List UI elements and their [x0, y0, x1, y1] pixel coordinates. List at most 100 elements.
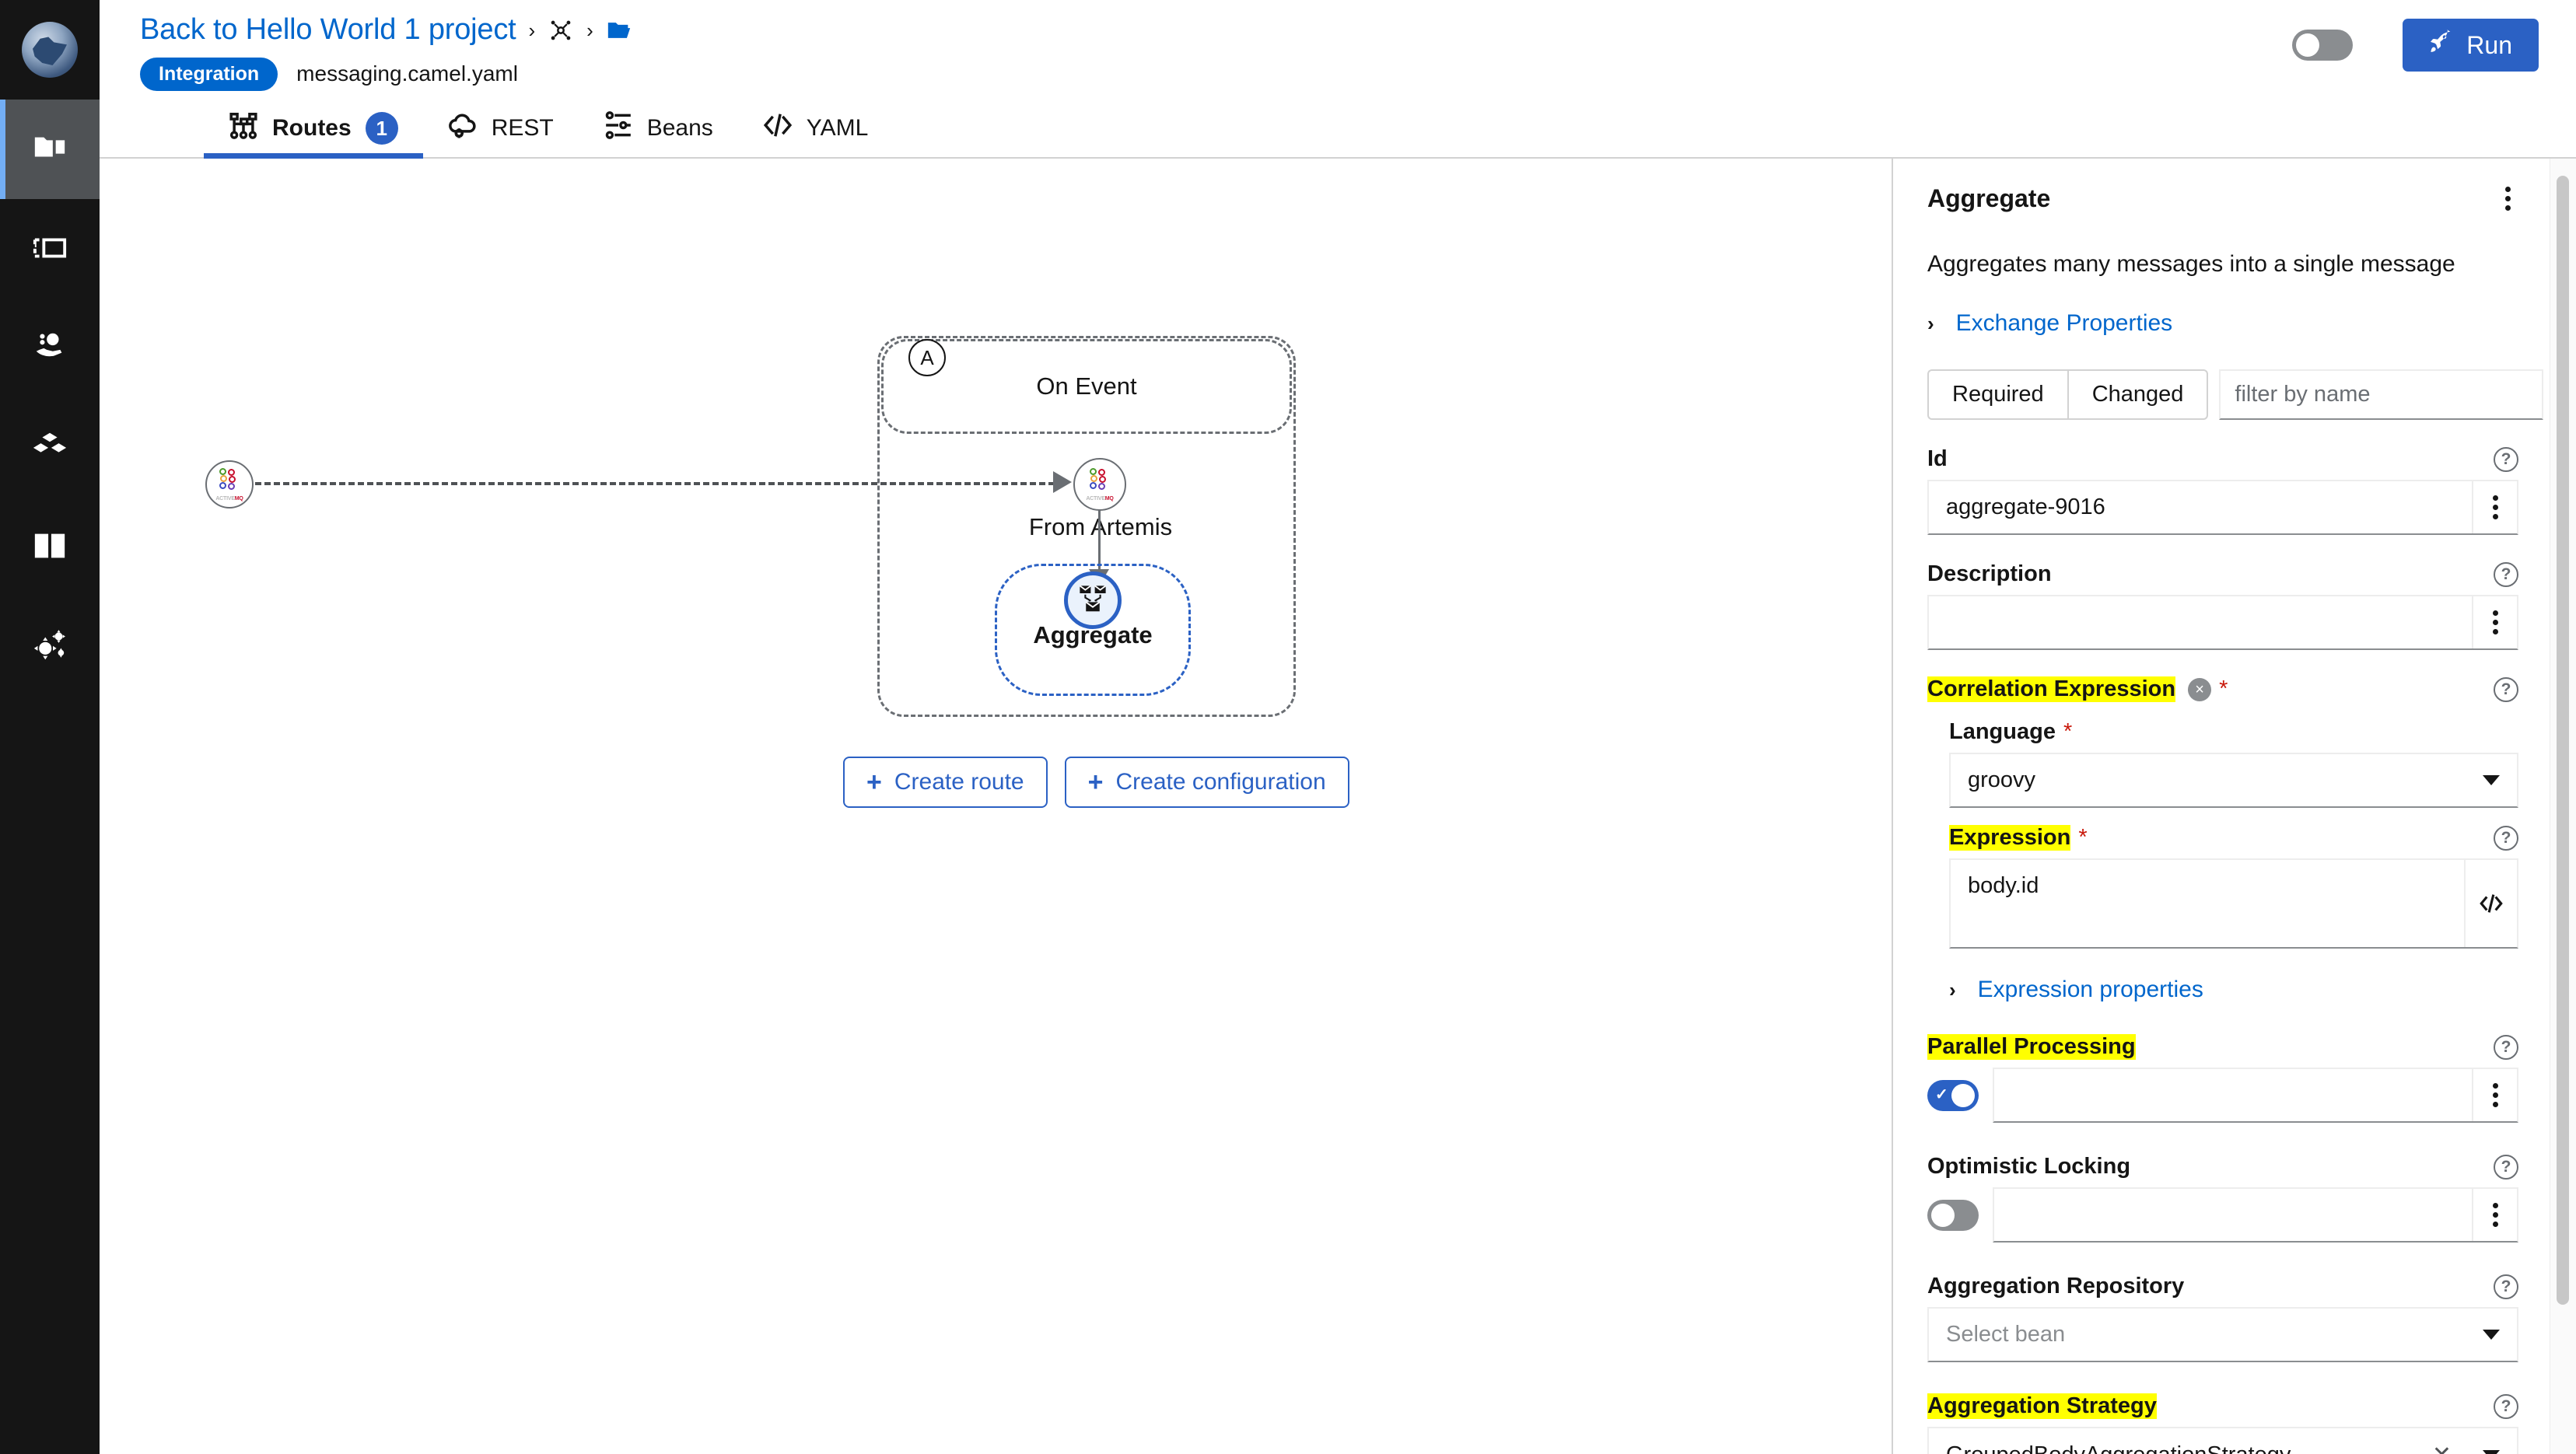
- source-node-artemis[interactable]: ACTIVEMQ: [205, 460, 254, 509]
- projects-icon: [32, 130, 68, 170]
- tab-yaml[interactable]: YAML: [738, 100, 893, 157]
- rest-cloud-icon: [448, 110, 478, 146]
- filter-by-name-input[interactable]: [2219, 369, 2544, 420]
- on-event-container[interactable]: On Event: [881, 339, 1292, 434]
- panel-title: Aggregate: [1927, 184, 2051, 212]
- route-canvas[interactable]: ACTIVEMQ On Event A: [100, 159, 1892, 1454]
- header-titles: Back to Hello World 1 project › › Integr…: [100, 0, 632, 91]
- header-actions: Run: [2292, 19, 2539, 72]
- aggregation-strategy-label: Aggregation Strategy: [1927, 1393, 2157, 1419]
- topology-icon[interactable]: [548, 17, 574, 44]
- help-icon[interactable]: ?: [2494, 676, 2518, 702]
- id-field-menu[interactable]: [2472, 481, 2517, 533]
- rail-item-projects[interactable]: [0, 100, 100, 199]
- aggregation-repository-placeholder: Select bean: [1946, 1322, 2066, 1347]
- expression-properties-row[interactable]: › Expression properties: [1949, 977, 2518, 1003]
- required-star: *: [2078, 825, 2088, 850]
- tab-routes[interactable]: Routes 1: [204, 100, 423, 159]
- camel-karavan-logo-icon: [22, 22, 78, 78]
- rail-item-configuration[interactable]: [0, 597, 100, 697]
- parallel-processing-toggle[interactable]: ✓: [1927, 1079, 1979, 1111]
- activemq-dots: [219, 468, 240, 490]
- app-logo: [0, 0, 100, 100]
- optimistic-locking-head: Optimistic Locking ?: [1927, 1154, 2518, 1180]
- rail-item-knowledgebase[interactable]: [0, 498, 100, 597]
- parallel-processing-menu[interactable]: [2472, 1069, 2517, 1121]
- rail-item-services[interactable]: [0, 299, 100, 398]
- tab-rest[interactable]: REST: [423, 100, 579, 157]
- help-icon[interactable]: ?: [2494, 1393, 2518, 1419]
- correlation-expression-clear-button[interactable]: ×: [2188, 677, 2212, 701]
- help-icon[interactable]: ?: [2494, 561, 2518, 587]
- aggregate-node[interactable]: [1064, 571, 1122, 629]
- help-icon[interactable]: ?: [2494, 1274, 2518, 1299]
- from-artemis-label: From Artemis: [1028, 513, 1173, 540]
- run-button[interactable]: Run: [2403, 19, 2539, 72]
- field-id-head: Id ?: [1927, 446, 2518, 472]
- panel-menu-button[interactable]: [2497, 182, 2518, 215]
- folder-open-icon[interactable]: [606, 17, 632, 44]
- activemq-icon: ACTIVEMQ: [212, 467, 247, 502]
- aggregation-strategy-select[interactable]: GroupedBodyAggregationStrategy ✕: [1927, 1427, 2518, 1454]
- activemq-wordmark: ACTIVEMQ: [1086, 496, 1114, 502]
- help-icon[interactable]: ?: [2494, 825, 2518, 851]
- routes-icon: [229, 110, 258, 146]
- language-select[interactable]: groovy: [1949, 753, 2518, 808]
- expression-textarea[interactable]: body.id: [1951, 860, 2464, 947]
- optimistic-locking-toggle[interactable]: [1927, 1199, 1979, 1231]
- create-configuration-label: Create configuration: [1115, 769, 1326, 795]
- properties-panel: Aggregate Aggregates many messages into …: [1892, 159, 2576, 1454]
- field-aggregation-repository: Aggregation Repository ? Select bean: [1927, 1274, 2518, 1362]
- field-expression-head: Expression * ?: [1949, 825, 2518, 851]
- aggregation-repository-label: Aggregation Repository: [1927, 1274, 2185, 1298]
- segment-changed[interactable]: Changed: [2067, 369, 2209, 420]
- code-brackets-icon[interactable]: [2464, 860, 2517, 947]
- description-input[interactable]: [1929, 596, 2472, 648]
- breadcrumb-back-link[interactable]: Back to Hello World 1 project: [140, 13, 516, 46]
- clear-selection-icon[interactable]: ✕: [2415, 1442, 2469, 1454]
- optimistic-locking-input[interactable]: [1994, 1189, 2472, 1241]
- segment-required[interactable]: Required: [1927, 369, 2067, 420]
- activemq-dots: [1090, 468, 1110, 490]
- rail-item-components[interactable]: [0, 398, 100, 498]
- parallel-processing-input[interactable]: [1994, 1069, 2472, 1121]
- correlation-expression-children: Language * groovy: [1949, 719, 2518, 1003]
- field-language-head: Language *: [1949, 719, 2518, 745]
- container-icon: [32, 229, 68, 269]
- from-artemis-node[interactable]: ACTIVEMQ: [1073, 458, 1126, 511]
- filter-row: Required Changed: [1927, 369, 2544, 420]
- panel-scrollbar-thumb[interactable]: [2557, 176, 2569, 1305]
- exchange-properties-link[interactable]: Exchange Properties: [1955, 310, 2173, 336]
- field-language-label: Language: [1949, 719, 2056, 744]
- language-select-value: groovy: [1968, 767, 2036, 792]
- field-description-input-wrap: [1927, 595, 2518, 650]
- rail-item-containers[interactable]: [0, 199, 100, 299]
- create-configuration-button[interactable]: + Create configuration: [1064, 757, 1349, 808]
- create-route-button[interactable]: + Create route: [843, 757, 1048, 808]
- dev-mode-toggle[interactable]: [2292, 30, 2354, 61]
- help-icon[interactable]: ?: [2494, 1154, 2518, 1180]
- toggle-knob: [2296, 33, 2320, 57]
- aggregation-repository-select[interactable]: Select bean: [1927, 1307, 2518, 1362]
- create-route-label: Create route: [894, 769, 1024, 795]
- help-icon[interactable]: ?: [2494, 1034, 2518, 1060]
- exchange-properties-row[interactable]: › Exchange Properties: [1927, 310, 2518, 337]
- route-container[interactable]: [877, 336, 1296, 717]
- chevron-right-icon: ›: [1927, 312, 1934, 335]
- canvas-inner: ACTIVEMQ On Event A: [100, 159, 1892, 1454]
- incoming-arrow-head: [1053, 471, 1072, 493]
- chevron-down-icon: [2483, 1330, 2500, 1340]
- optimistic-locking-label: Optimistic Locking: [1927, 1154, 2131, 1179]
- help-icon[interactable]: ?: [2494, 446, 2518, 472]
- required-star: *: [2219, 676, 2228, 701]
- aggregate-selection-halo: [995, 564, 1191, 696]
- tab-beans[interactable]: Beans: [579, 100, 738, 157]
- description-field-menu[interactable]: [2472, 596, 2517, 648]
- required-star: *: [2063, 719, 2073, 744]
- optimistic-locking-menu[interactable]: [2472, 1189, 2517, 1241]
- expression-properties-link[interactable]: Expression properties: [1977, 977, 2203, 1002]
- id-input[interactable]: [1929, 481, 2472, 533]
- field-id-input-wrap: [1927, 480, 2518, 535]
- breadcrumb-separator-1: ›: [528, 18, 536, 42]
